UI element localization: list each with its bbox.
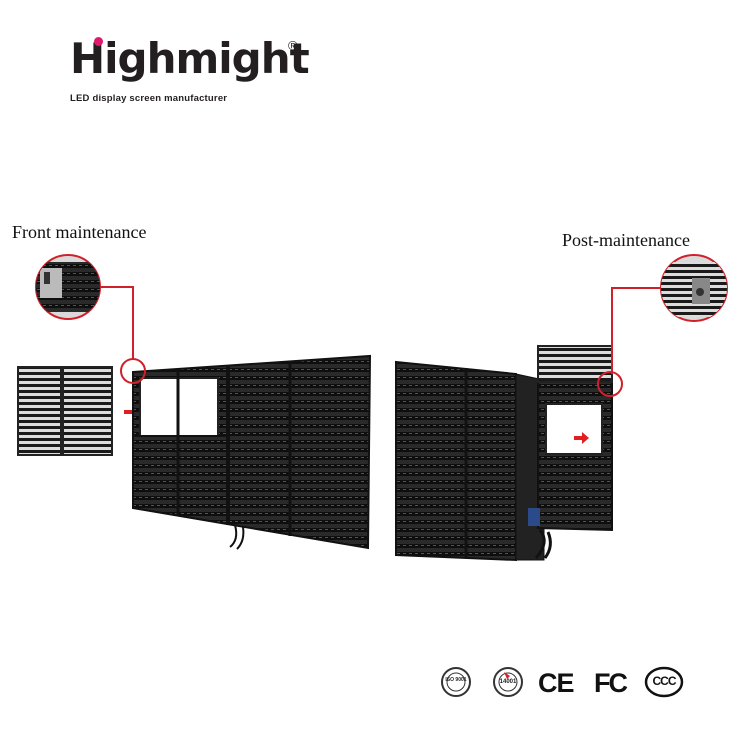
front-cabinet bbox=[132, 354, 372, 550]
iso14001-badge: 14001 bbox=[492, 666, 524, 703]
fcc-mark: FC bbox=[594, 668, 628, 698]
post-callout bbox=[597, 254, 728, 397]
detached-module-front bbox=[17, 366, 113, 456]
rear-cabinet bbox=[395, 344, 613, 562]
iso9001-badge: ISO 9001 bbox=[440, 666, 472, 703]
iso9001-icon bbox=[441, 667, 471, 697]
brand-name: Highmight bbox=[70, 34, 310, 83]
ccc-badge: CCC bbox=[644, 666, 684, 703]
iso14001-text: 14001 bbox=[499, 679, 517, 685]
arrow-post bbox=[574, 432, 589, 444]
iso9001-text: ISO 9001 bbox=[445, 677, 467, 683]
front-callout bbox=[35, 254, 146, 384]
brand-logo: Highmight ® LED display screen manufactu… bbox=[0, 0, 320, 110]
post-maintenance-label: Post-maintenance bbox=[562, 230, 690, 250]
logo-accent-dot bbox=[94, 37, 103, 46]
iso14001-icon bbox=[493, 667, 523, 697]
ccc-text: CCC bbox=[652, 674, 677, 688]
brand-tagline: LED display screen manufacturer bbox=[70, 93, 228, 104]
front-maintenance-label: Front maintenance bbox=[12, 222, 147, 242]
ccc-icon bbox=[644, 666, 684, 698]
registered-mark: ® bbox=[288, 38, 298, 53]
ce-mark: CE bbox=[538, 668, 575, 698]
